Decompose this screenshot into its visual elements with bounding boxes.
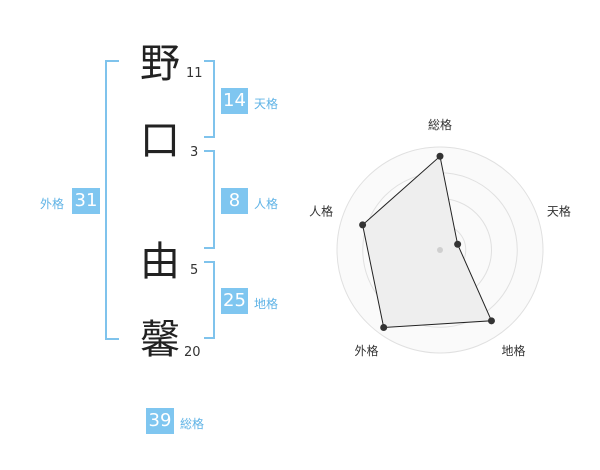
radar-point (380, 323, 388, 331)
name-char-1: 野 (140, 41, 180, 87)
name-char-2: 口 (140, 118, 180, 164)
radar-axis-label: 外格 (355, 343, 379, 358)
radar-point (436, 152, 444, 160)
stroke-count-4: 20 (184, 345, 201, 360)
name-char-3: 由 (140, 239, 180, 285)
soukaku-label: 総格 (180, 417, 205, 431)
radar-point (487, 317, 495, 325)
soukaku-value: 39 (146, 408, 174, 434)
stroke-count-1: 11 (186, 66, 203, 81)
radar-point (454, 240, 462, 248)
tenkaku-label: 天格 (254, 97, 279, 111)
jinkaku-value: 8 (221, 188, 248, 214)
gaikaku-value: 31 (72, 188, 100, 214)
name-char-4: 馨 (140, 317, 180, 363)
gaikaku-label: 外格 (40, 197, 65, 211)
stroke-count-2: 3 (190, 145, 199, 160)
chikaku-value: 25 (221, 288, 248, 314)
radar-axis-label: 人格 (309, 203, 333, 218)
radar-axis-label: 天格 (547, 203, 571, 218)
radar-points (359, 152, 495, 331)
radar-center-dot (437, 247, 443, 253)
radar-axis-label: 総格 (428, 117, 452, 132)
radar-axis-label: 地格 (501, 343, 525, 358)
radar-area (362, 155, 493, 329)
tenkaku-value: 14 (221, 88, 248, 114)
jinkaku-label: 人格 (254, 197, 279, 211)
stroke-count-3: 5 (190, 263, 199, 278)
radar-point (359, 221, 367, 229)
chikaku-label: 地格 (254, 297, 279, 311)
